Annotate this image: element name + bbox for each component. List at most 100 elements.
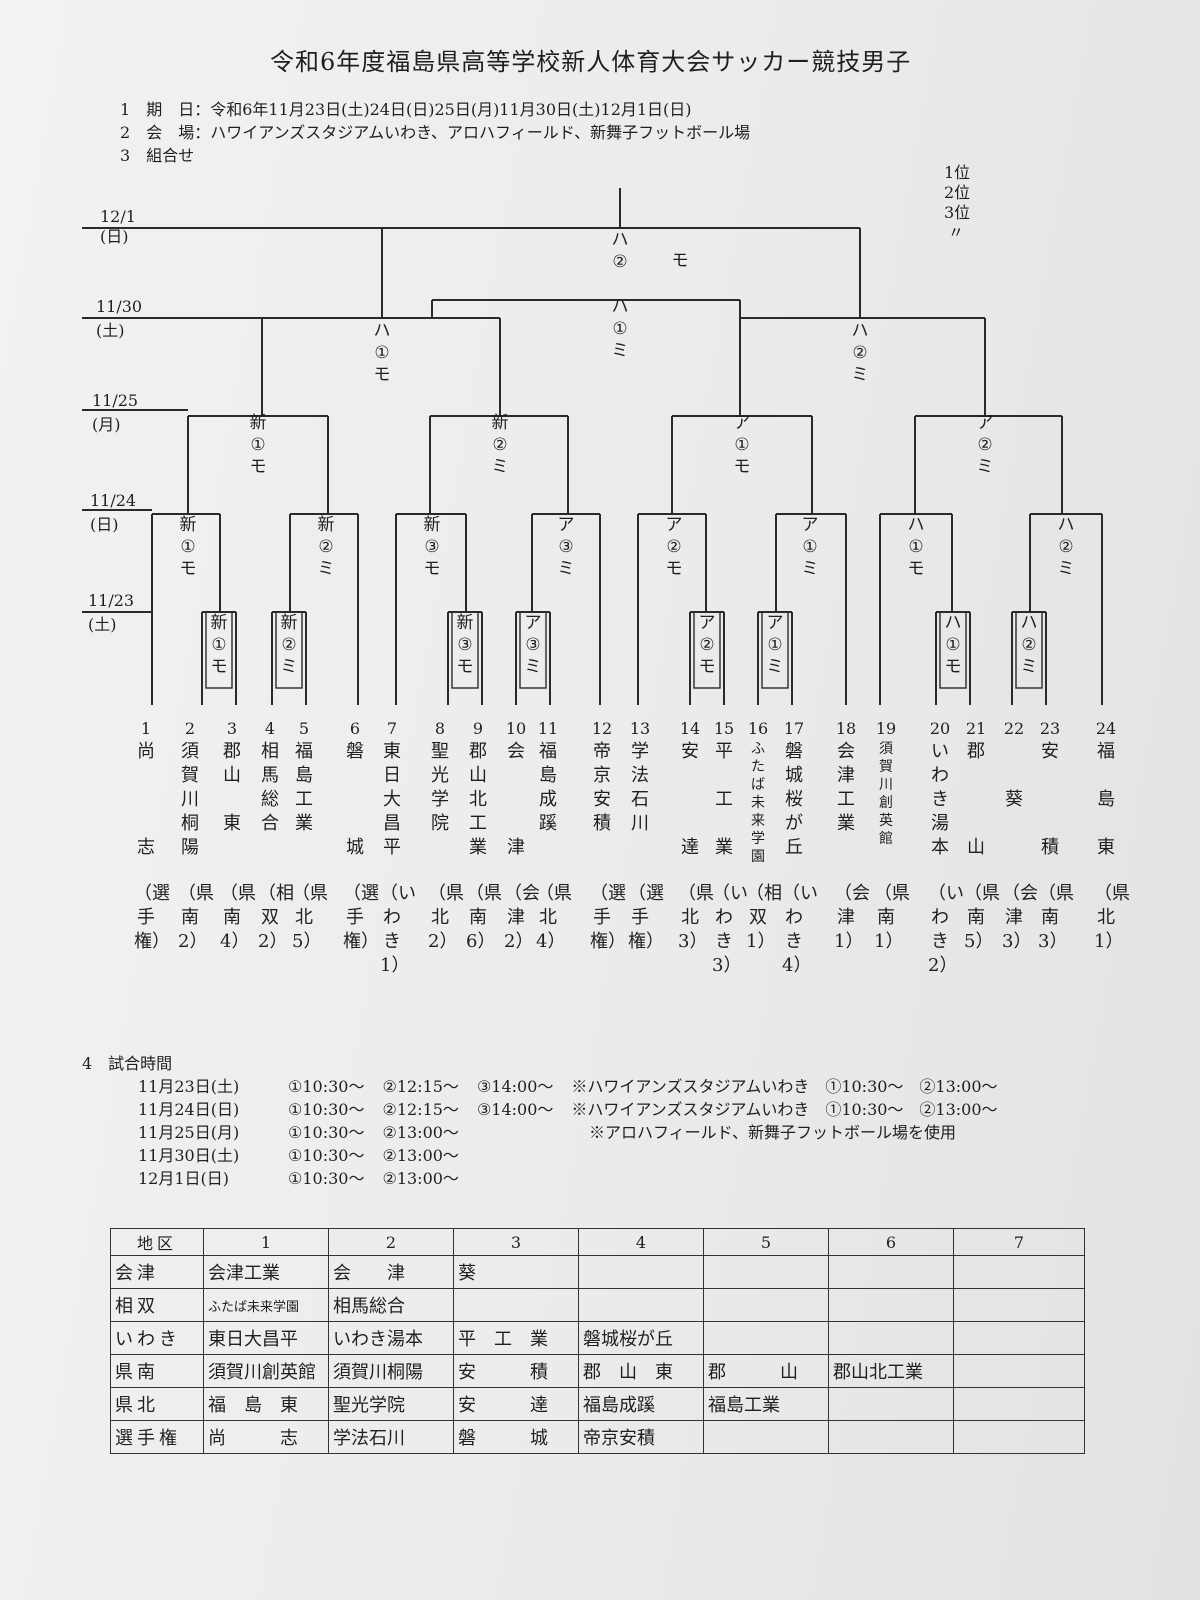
- team-name: 相馬総合: [261, 741, 279, 834]
- info-num: 3: [120, 146, 131, 165]
- team-name: 郡 山: [967, 741, 985, 858]
- district-school: [703, 1288, 829, 1322]
- schedule-slot: ②12:15〜: [382, 1100, 459, 1119]
- team-name: 聖光学院: [431, 741, 449, 834]
- schedule-slot: ①10:30〜: [288, 1100, 365, 1119]
- district-school: ふたば未来学園: [203, 1288, 329, 1322]
- date-day: (日): [90, 515, 119, 534]
- team-number: 18: [835, 719, 857, 738]
- team-name: 安 積: [1041, 741, 1059, 858]
- schedule-note: ※ハワイアンズスタジアムいわき ①10:30〜 ②13:00〜: [571, 1100, 998, 1119]
- district-school: [703, 1255, 829, 1289]
- date-label: 11/25: [92, 391, 138, 410]
- schedule-slot: ①10:30〜: [288, 1077, 365, 1096]
- district-school: [828, 1288, 954, 1322]
- district-school: 葵: [453, 1255, 579, 1289]
- team-name: 東日大昌平: [383, 741, 401, 858]
- match-box: [761, 611, 789, 689]
- district-body: 会津会津工業会 津葵相双ふたば未来学園相馬総合いわき東日大昌平いわき湯本平 工 …: [110, 1255, 1085, 1454]
- district-school: 郡山北工業: [828, 1354, 954, 1388]
- district-school: 東日大昌平: [203, 1321, 329, 1355]
- team-qualifier: （選手権）: [134, 883, 170, 952]
- district-school: 尚 志: [203, 1420, 329, 1454]
- district-school: 相馬総合: [328, 1288, 454, 1322]
- district-school: [703, 1420, 829, 1454]
- match-schedule: 4 試合時間 11月23日(土)①10:30〜②12:15〜③14:00〜※ハワ…: [82, 1052, 998, 1190]
- team-qualifier: （県南1）: [874, 883, 910, 952]
- team-qualifier: （県南4）: [220, 883, 256, 952]
- district-row: 相双ふたば未来学園相馬総合: [110, 1288, 1085, 1322]
- date-day: (月): [92, 415, 121, 434]
- schedule-slot: ①10:30〜: [288, 1123, 365, 1142]
- team-qualifier: （県北3）: [678, 883, 714, 952]
- district-school: [828, 1255, 954, 1289]
- team-name: 須賀川桐陽: [181, 741, 199, 858]
- team-number: 15: [713, 719, 735, 738]
- team-number: 4: [264, 719, 276, 738]
- district-school: 郡 山 東: [578, 1354, 704, 1388]
- district-name: 相双: [110, 1288, 204, 1322]
- district-header-cell: 3: [453, 1228, 579, 1256]
- document-title: 令和6年度福島県高等学校新人体育大会サッカー競技男子: [270, 48, 912, 76]
- schedule-slot: ②13:00〜: [382, 1146, 459, 1165]
- district-name: 県北: [110, 1387, 204, 1421]
- place-1: 1位: [944, 163, 970, 182]
- info-line-3: 3 組合せ: [120, 142, 194, 166]
- info-num: 1: [120, 100, 131, 119]
- team-qualifier: （会津3）: [1002, 883, 1038, 952]
- schedule-heading: 4 試合時間: [82, 1054, 173, 1073]
- team-qualifier: （県南6）: [466, 883, 502, 952]
- district-name: 選手権: [110, 1420, 204, 1454]
- schedule-slot: ②13:00〜: [382, 1169, 459, 1188]
- district-row: いわき東日大昌平いわき湯本平 工 業磐城桜が丘: [110, 1321, 1085, 1355]
- district-header-cell: 地区: [110, 1228, 204, 1256]
- district-row: 県南須賀川創英館須賀川桐陽安 積郡 山 東郡 山郡山北工業: [110, 1354, 1085, 1388]
- team-qualifier: （選手権）: [590, 883, 626, 952]
- district-school: 会津工業: [203, 1255, 329, 1289]
- schedule-row: 11月25日(月)①10:30〜②13:00〜※アロハフィールド、新舞子フットボ…: [138, 1121, 998, 1144]
- district-school: 福島工業: [703, 1387, 829, 1421]
- team-qualifier: （県北5）: [292, 883, 328, 952]
- info-label: 会 場: [146, 123, 195, 142]
- district-school: いわき湯本: [328, 1321, 454, 1355]
- team-name: 学法石川: [631, 741, 649, 834]
- schedule-slot: ②13:00〜: [382, 1123, 459, 1142]
- schedule-date: 11月24日(日): [138, 1100, 240, 1119]
- team-name: ふたば未来学園: [751, 741, 765, 865]
- district-school: 須賀川創英館: [203, 1354, 329, 1388]
- team-number: 20: [929, 719, 951, 738]
- district-header-cell: 1: [203, 1228, 329, 1256]
- district-school: 福 島 東: [203, 1387, 329, 1421]
- team-name: 葵: [1005, 789, 1023, 810]
- district-school: [453, 1288, 579, 1322]
- team-number: 14: [679, 719, 701, 738]
- schedule-date: 12月1日(日): [138, 1169, 230, 1188]
- team-qualifier: （県北4）: [536, 883, 572, 952]
- date-label: 11/30: [96, 297, 142, 316]
- team-name: 福島工業: [295, 741, 313, 834]
- match-box: [451, 611, 479, 689]
- team-qualifier: （選手権）: [343, 883, 379, 952]
